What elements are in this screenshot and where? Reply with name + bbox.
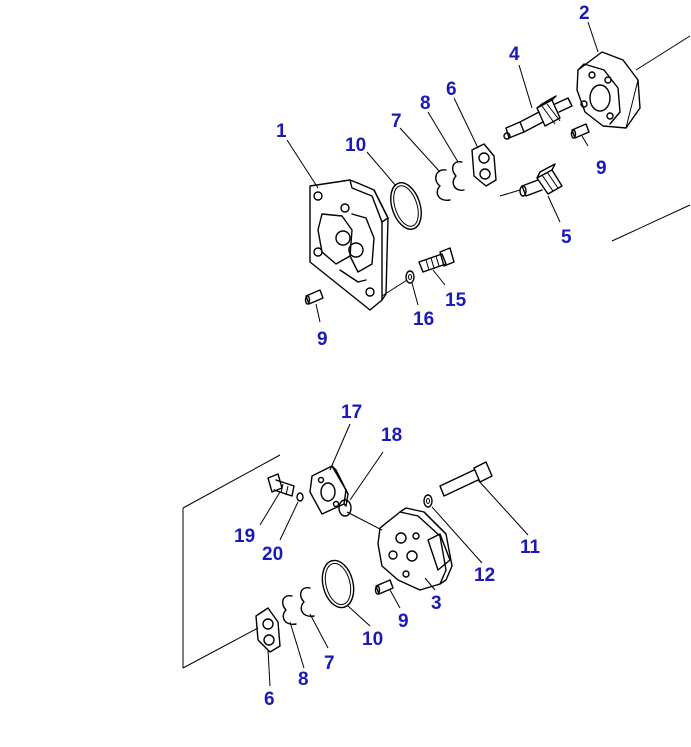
part-10-o-ring-bottom	[321, 559, 355, 609]
part-3-pump-body	[377, 507, 453, 591]
part-9-pin-top-left	[304, 289, 324, 305]
callout-6-top: 6	[446, 79, 457, 100]
callout-2: 2	[579, 3, 590, 24]
callout-1: 1	[276, 121, 287, 142]
leader-lines-bottom	[259, 423, 529, 687]
part-11-long-bolt	[439, 461, 493, 497]
callout-9-top-right: 9	[596, 158, 607, 179]
callout-5: 5	[561, 227, 572, 248]
callout-19: 19	[234, 526, 255, 547]
callout-15: 15	[445, 290, 467, 311]
frame-line-bottom-right	[611, 204, 691, 242]
bottom-assembly: 17 18 19 20 11 12 3 9 10 7 8 6	[182, 402, 541, 710]
part-8-backup-ring-bottom	[281, 595, 297, 625]
part-18-o-ring	[338, 499, 352, 517]
part-7-seal-bottom	[299, 587, 315, 617]
part-2-rear-cover	[576, 51, 641, 129]
callout-12: 12	[474, 565, 495, 586]
callout-17: 17	[341, 402, 362, 423]
callout-6-bottom: 6	[264, 689, 275, 710]
callouts-bottom: 17 18 19 20 11 12 3 9 10 7 8 6	[234, 402, 541, 710]
callout-10-top: 10	[345, 135, 366, 156]
callout-8-top: 8	[420, 93, 431, 114]
callout-16: 16	[413, 309, 434, 330]
callout-7-bottom: 7	[324, 653, 335, 674]
callout-9-bottom: 9	[398, 611, 409, 632]
part-19-bolt-bottom	[267, 473, 295, 497]
part-10-o-ring-top	[390, 182, 422, 230]
frame-line-left-top	[182, 454, 281, 509]
callout-10-bottom: 10	[362, 629, 383, 650]
part-4-drive-gear	[503, 95, 573, 140]
callout-9-top-left: 9	[317, 329, 328, 350]
part-6-wear-plate-bottom	[255, 607, 281, 653]
part-7-seal-top	[435, 169, 451, 201]
part-15-bolt-top	[418, 247, 455, 273]
part-6-wear-plate-top	[471, 143, 497, 187]
top-assembly: 1 2 4 6 8 7 10 9 5 15 16 9	[276, 3, 691, 350]
frame-line-top-right	[635, 35, 691, 71]
part-12-washer	[423, 494, 433, 508]
part-16-washer-top	[405, 270, 415, 284]
part-9-pin-bottom	[374, 579, 394, 595]
callout-18: 18	[381, 425, 402, 446]
part-1-body	[309, 179, 389, 311]
callout-7-top: 7	[391, 111, 402, 132]
callout-11: 11	[520, 537, 541, 558]
part-20-washer	[296, 492, 304, 502]
callout-20: 20	[262, 544, 283, 565]
frame-line-left-bottom	[182, 627, 259, 669]
part-5-driven-gear	[499, 163, 563, 197]
part-8-backup-ring-top	[451, 161, 465, 191]
callout-4: 4	[509, 44, 520, 65]
part-17-flange	[309, 465, 349, 515]
leader-lines-top	[286, 21, 599, 323]
callouts-top: 1 2 4 6 8 7 10 9 5 15 16 9	[276, 3, 607, 350]
callout-8-bottom: 8	[298, 669, 309, 690]
callout-3: 3	[431, 593, 442, 614]
part-9-pin-top-right	[570, 123, 590, 139]
